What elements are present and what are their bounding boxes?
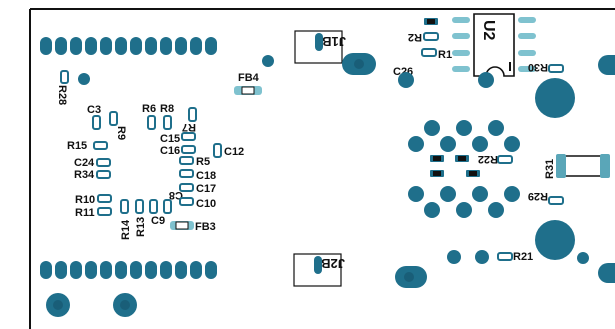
ref-c15: C15 xyxy=(160,133,180,145)
ref-j2b: J2B xyxy=(321,256,345,271)
edge-pad xyxy=(598,263,615,283)
large-pad xyxy=(535,220,575,260)
ref-r5: R5 xyxy=(196,156,210,168)
resistor-r31-body xyxy=(559,155,607,177)
via xyxy=(78,73,90,85)
resistor-r1-pad xyxy=(421,48,437,57)
resistor-r30-pad xyxy=(548,64,564,73)
ref-u2: U2 xyxy=(480,20,497,41)
resistor-r2-pad xyxy=(423,32,439,41)
bottom-header-pins xyxy=(40,261,217,279)
via xyxy=(577,252,589,264)
ref-c10: C10 xyxy=(196,198,216,210)
connector-j1b-outline xyxy=(294,30,343,64)
resistor-r15-pad xyxy=(93,141,108,150)
resistor-r6-pad xyxy=(147,115,156,130)
ref-r6: R6 xyxy=(142,103,156,115)
ref-r2: R2 xyxy=(408,31,422,43)
cap-c12-pad xyxy=(213,143,222,158)
resistor-r11-pad xyxy=(97,207,112,216)
cap-c15-pad xyxy=(181,132,196,141)
cap-c16-pad xyxy=(181,145,196,154)
via xyxy=(478,72,494,88)
resistor-r7-pad xyxy=(188,107,197,122)
resistor-r29-pad xyxy=(548,196,564,205)
ref-fb3: FB3 xyxy=(195,221,216,233)
resistor-r21-pad xyxy=(497,252,513,261)
ref-r9: R9 xyxy=(115,126,127,140)
ref-j1b: J1B xyxy=(322,34,346,49)
ref-r28: R28 xyxy=(56,85,68,105)
cap-pad xyxy=(149,199,158,214)
resistor-r10-pad xyxy=(97,194,112,203)
ic-u2 xyxy=(452,13,536,77)
resistor-r5-pad xyxy=(179,156,194,165)
via xyxy=(447,250,461,264)
resistor-r28-pad xyxy=(60,70,69,84)
ref-r29: R29 xyxy=(528,190,548,202)
top-header-pins xyxy=(40,37,217,55)
ref-c12: C12 xyxy=(224,146,244,158)
ref-r7: R7 xyxy=(182,121,196,133)
ref-r21: R21 xyxy=(513,251,533,263)
ref-c8: C8 xyxy=(169,189,183,201)
ref-r10: R10 xyxy=(75,194,95,206)
ref-c17: C17 xyxy=(196,183,216,195)
mounting-hole-drill xyxy=(53,300,63,310)
j1b-pin xyxy=(315,33,323,51)
resistor-r13-pad xyxy=(135,199,144,214)
ref-r34: R34 xyxy=(74,169,95,181)
cap-c17-pad xyxy=(179,183,194,192)
ref-r1: R1 xyxy=(438,49,452,61)
resistor-r9-pad xyxy=(109,111,118,126)
ref-r11: R11 xyxy=(75,207,95,219)
cap-c9-pad xyxy=(163,199,172,214)
ref-r8: R8 xyxy=(160,103,174,115)
via xyxy=(398,72,414,88)
cap-c24-pad xyxy=(96,158,111,167)
edge-pad xyxy=(598,55,615,75)
resistor-r8-pad xyxy=(163,115,172,130)
ref-r15: R15 xyxy=(67,140,87,152)
ref-r31: R31 xyxy=(544,159,556,179)
connector-pin-cluster xyxy=(408,120,520,218)
via xyxy=(262,55,274,67)
mounting-hole-drill xyxy=(120,300,130,310)
resistor-r34-pad xyxy=(96,170,111,179)
cap-c3-pad xyxy=(92,115,101,130)
ref-r13: R13 xyxy=(135,217,147,237)
ref-r22: R22 xyxy=(478,153,498,165)
ref-fb4: FB4 xyxy=(238,72,260,84)
ref-c9: C9 xyxy=(151,215,165,227)
large-pad xyxy=(535,78,575,118)
connector-j2b-outline xyxy=(293,253,342,287)
resistor-r22-pad xyxy=(497,155,513,164)
via xyxy=(475,250,489,264)
ref-c18: C18 xyxy=(196,170,216,182)
ref-c16: C16 xyxy=(160,145,180,157)
cap-c18-pad xyxy=(179,169,194,178)
ref-r14: R14 xyxy=(120,219,132,240)
cap-c10-pad xyxy=(179,197,194,206)
ref-r30: R30 xyxy=(528,61,548,73)
ref-c24: C24 xyxy=(74,157,95,169)
resistor-r14-pad xyxy=(120,199,129,214)
j2b-pin xyxy=(314,256,322,274)
ref-c3: C3 xyxy=(87,104,101,116)
